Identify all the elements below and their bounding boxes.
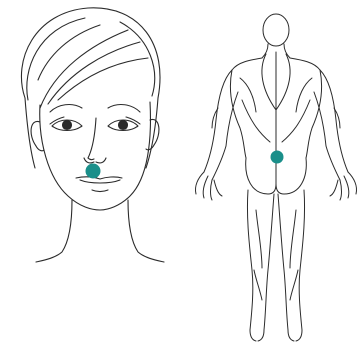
hair-outline (21, 8, 160, 98)
face-contour (40, 102, 151, 210)
mouth (76, 177, 122, 179)
right-leg (296, 190, 305, 341)
right-brow (108, 105, 140, 112)
head (263, 14, 289, 46)
buttocks (246, 158, 276, 194)
torso-right (306, 70, 322, 158)
upper-lip-acupoint-marker (86, 164, 101, 179)
left-leg (247, 190, 256, 341)
right-arm (320, 70, 348, 172)
neck (36, 200, 72, 262)
face-illustration (21, 8, 164, 262)
lower-back-acupoint-marker (271, 151, 284, 164)
left-brow (50, 105, 82, 112)
nose (88, 118, 96, 158)
back-body-illustration (195, 14, 356, 341)
left-arm (204, 70, 232, 172)
torso-left (230, 70, 246, 158)
